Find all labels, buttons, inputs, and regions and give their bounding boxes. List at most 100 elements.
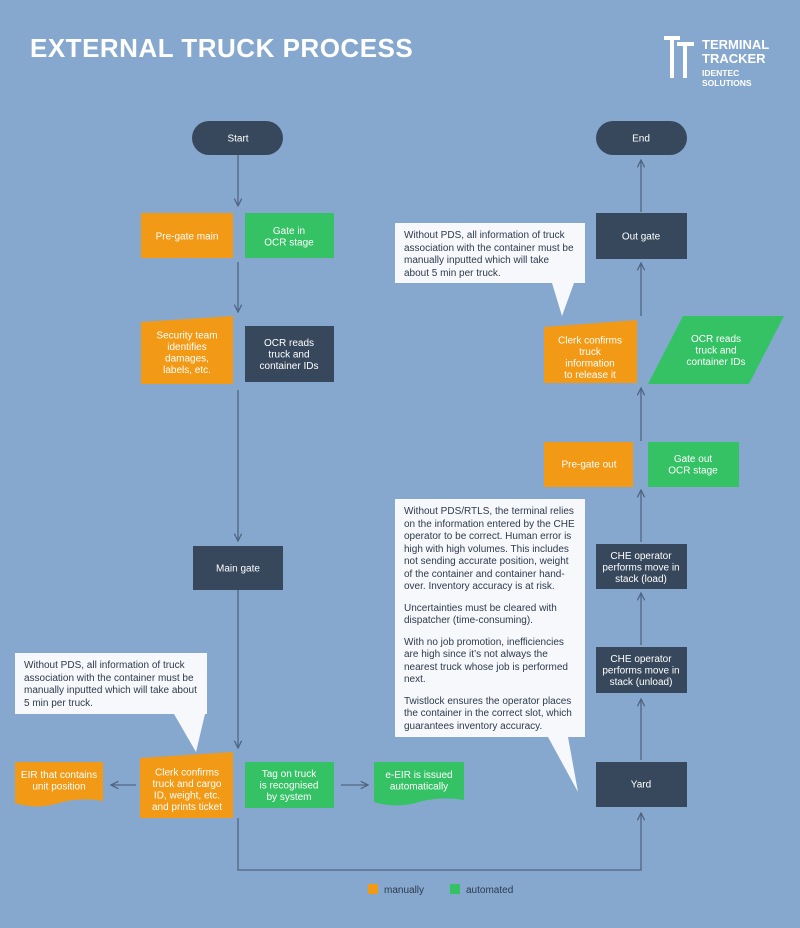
che-load-label-line: CHE operator [610,551,672,562]
clerk-confirms-release-label-line: information [565,358,614,369]
eir-unit-position-doc [15,762,103,807]
yard-box [596,762,687,807]
legend-automated-label: automated [466,885,514,896]
e-eir-label-line: e-EIR is issued [385,770,452,781]
yard-label-line: Yard [631,780,651,791]
ocr-reads-left-label-line: OCR reads [264,338,314,349]
clerk-confirms-release-label-line: Clerk confirms [558,335,622,346]
main-gate-label: Main gate [216,564,260,575]
terminal-tracker-logo: TERMINAL TRACKER IDENTEC SOLUTIONS [664,36,774,88]
pre-gate-main-label: Pre-gate main [156,232,219,243]
ocr-reads-right-label-line: container IDs [687,357,746,368]
che-unload-label-line: performs move in [602,666,679,677]
che-load-label-line: performs move in [602,563,679,574]
gate-in-ocr-label-line: Gate in [273,226,305,237]
pre-gate-out-box [544,442,633,487]
out-gate-label-line: Out gate [622,232,661,243]
yard-label: Yard [631,780,651,791]
gate-out-ocr-label-line: OCR stage [668,465,718,476]
legend-automated-swatch [450,884,460,894]
pre-gate-main-box [141,213,233,258]
logo-text-terminal: TERMINAL [702,37,770,52]
clerk-confirms-release-box [544,320,637,383]
clerk-confirms-release-label-line: to release it [564,370,616,381]
security-team-box [141,316,233,384]
note-top-right-text: Without PDS, all information of truck as… [404,230,574,279]
tt-logo-icon [664,36,694,78]
che-unload-box [596,647,687,693]
e-eir-doc [374,762,464,806]
tag-on-truck-label-line: Tag on truck [262,769,317,780]
note-bottom-left-text: Without PDS, all information of truck as… [24,660,197,709]
gate-out-ocr-label-line: Gate out [674,454,713,465]
clerk-confirms-cargo-label-line: and prints ticket [152,802,222,813]
che-unload-label-line: CHE operator [610,654,672,665]
ocr-reads-right-label-line: OCR reads [691,334,741,345]
clerk-confirms-cargo-label-line: Clerk confirms [155,767,219,778]
logo-text-identec: IDENTEC SOLUTIONS [702,68,752,88]
page-title: EXTERNAL TRUCK PROCESS [30,33,414,63]
callout-pointer-bottom-left [174,714,205,752]
e-eir-label-line: automatically [390,781,448,792]
clerk-confirms-release-label-line: truck [579,347,602,358]
legend-automated: automated [450,884,513,896]
callout-pointer-top-right [552,283,574,316]
legend-manual-swatch [368,884,378,894]
note-bottom-left: Without PDS, all information of truck as… [15,653,207,714]
ocr-reads-right-label-line: truck and [695,346,736,357]
end-label: End [632,134,650,145]
eir-unit-position-label-line: unit position [32,781,85,792]
security-team-label-line: Security team [156,330,217,341]
out-gate-box [596,213,687,259]
legend-manual: manually [368,884,424,896]
note-middle-paragraph: With no job promotion, inefficiencies ar… [404,636,568,686]
connector-bottom-loop-to-yard [237,813,641,871]
clerk-confirms-cargo-label-line: truck and cargo [153,779,222,790]
security-team-label-line: damages, [165,353,209,364]
che-load-box [596,544,687,589]
pre-gate-main-label-line: Pre-gate main [156,232,219,243]
note-middle: Without PDS/RTLS, the terminal relies on… [395,499,585,737]
note-middle-paragraph: Without PDS/RTLS, the terminal relies on… [404,506,575,592]
note-middle-paragraph: Uncertainties must be cleared with dispa… [404,602,557,627]
ocr-reads-left-box [245,326,334,382]
start-terminator [192,121,283,155]
note-middle-paragraph: Twistlock ensures the operator places th… [404,695,572,732]
logo-text-tracker: TRACKER [702,51,766,66]
tag-on-truck-label-line: is recognised [260,781,319,792]
ocr-reads-left-label-line: container IDs [260,361,319,372]
pre-gate-out-label: Pre-gate out [561,460,616,471]
security-team-label-line: labels, etc. [163,365,211,376]
main-gate-label-line: Main gate [216,564,260,575]
end-terminator [596,121,687,155]
gate-out-ocr-box [648,442,739,487]
callout-pointer-middle [548,737,578,792]
clerk-confirms-cargo-label-line: ID, weight, etc. [154,790,220,801]
eir-unit-position-label-line: EIR that contains [21,770,97,781]
che-load-label-line: stack (load) [615,574,667,585]
ocr-reads-left-label-line: truck and [268,350,309,361]
ocr-reads-right-parallelogram [648,316,784,384]
clerk-confirms-cargo-box [140,752,233,818]
note-top-right: Without PDS, all information of truck as… [395,223,585,283]
gate-in-ocr-box [245,213,334,258]
start-label: Start [227,134,248,145]
start-label-line: Start [227,134,248,145]
end-label-line: End [632,134,650,145]
legend-manual-label: manually [384,885,425,896]
che-unload-label-line: stack (unload) [610,677,673,688]
